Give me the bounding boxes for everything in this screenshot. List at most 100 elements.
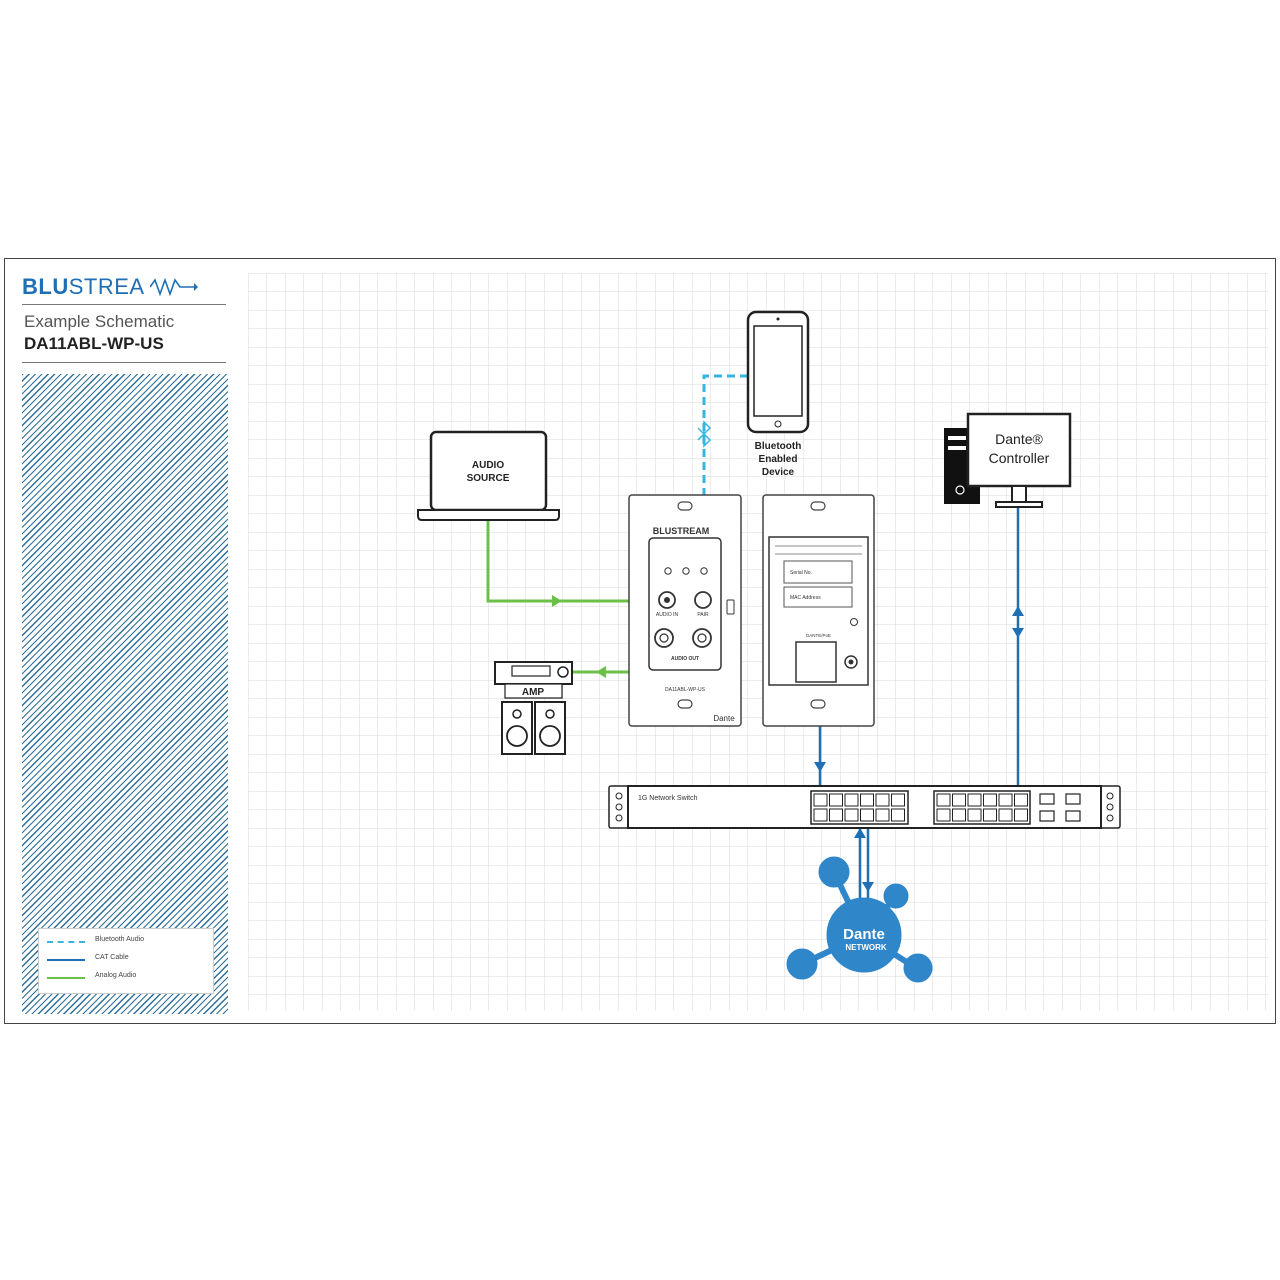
switch-port (967, 793, 982, 807)
analog-arrow-left (596, 666, 606, 678)
switch-port (844, 793, 859, 807)
led-indicator (664, 567, 672, 575)
led-indicator (700, 567, 708, 575)
wallplate-front: BLUSTREAM AUDIO IN PAIR AUDIO OUT DA11AB… (628, 494, 742, 727)
controller-label-1: Dante® (995, 431, 1043, 447)
sfp-port (1039, 793, 1055, 805)
monitor-neck (1011, 485, 1027, 503)
analog-arrow-right (552, 595, 562, 607)
wallplate-screw-slot (810, 501, 826, 511)
monitor-screen (966, 412, 1072, 488)
audio-source-label-2: SOURCE (467, 473, 510, 484)
amp-knob-icon (557, 666, 569, 678)
wallplate-screw-slot (677, 501, 693, 511)
wallplate-screw-slot (677, 699, 693, 709)
hub-node (786, 948, 818, 980)
wallplate-module (648, 537, 722, 671)
switch-ports (813, 793, 1028, 822)
speaker-right-tweeter (545, 709, 555, 719)
wallplate-model-label: DA11ABL-WP-US (665, 687, 706, 693)
phone-camera-icon (776, 317, 780, 321)
legend-label: Analog Audio (95, 972, 137, 979)
laptop-base (417, 509, 560, 521)
switch-port (952, 793, 966, 807)
wallplate-back: Serial No. MAC Address DANTE/PoE (762, 494, 875, 727)
power-connector (844, 655, 858, 669)
phone-label-3: Device (762, 467, 795, 478)
usb-port (726, 599, 735, 615)
switch-port (829, 793, 843, 807)
serial-label: Serial No. (790, 570, 812, 576)
phone-screen (753, 325, 803, 417)
switch-label: 1G Network Switch (638, 795, 698, 802)
pc-tower-slot (948, 436, 966, 440)
rack-hole (615, 803, 623, 811)
switch-port (1014, 808, 1028, 822)
switch-port (829, 808, 843, 822)
dante-mark: Dante (713, 714, 735, 723)
switch-port (860, 808, 874, 822)
pair-label: PAIR (697, 612, 709, 618)
amp-display (511, 665, 551, 677)
legend-label: CAT Cable (95, 954, 129, 961)
switch-port (891, 808, 905, 822)
audio-in-label: AUDIO IN (656, 612, 679, 618)
legend-item-bluetooth: Bluetooth Audio (47, 935, 207, 949)
switch-port (875, 808, 890, 822)
logo-wave-icon (149, 277, 198, 297)
switch-port (936, 808, 951, 822)
sidebar: BLUSTREA Example Schematic DA11ABL-WP-US… (22, 270, 228, 1015)
switch-port (983, 808, 997, 822)
switch-port (967, 808, 982, 822)
switch-port (875, 793, 890, 807)
rack-hole (1106, 792, 1114, 800)
switch-port (998, 808, 1013, 822)
pc-tower-slot (948, 446, 966, 450)
audio-in-jack-core (664, 597, 670, 603)
dante-network-hub: Dante NETWORK (786, 856, 933, 983)
mac-label: MAC Address (790, 595, 821, 601)
audio-out-jack-right (692, 628, 712, 648)
rack-hole (1106, 803, 1114, 811)
audio-source-laptop: AUDIO SOURCE (417, 430, 560, 521)
switch-port (813, 808, 828, 822)
rack-hole (615, 814, 623, 822)
mac-box (783, 586, 853, 608)
speaker-right-woofer (539, 725, 561, 747)
switch-port (952, 808, 966, 822)
bluetooth-icon (697, 420, 712, 448)
sfp-port (1065, 793, 1081, 805)
network-switch: 1G Network Switch (608, 785, 1121, 829)
rack-hole (615, 792, 623, 800)
phone-label-1: Bluetooth (755, 441, 802, 452)
switch-port (1014, 793, 1028, 807)
hub-node (903, 953, 933, 983)
audio-out-jack-right-core (697, 633, 707, 643)
analog-source-to-input (486, 520, 658, 603)
model-number: DA11ABL-WP-US (24, 334, 164, 353)
switch-port (860, 793, 874, 807)
legend-swatch (47, 941, 85, 943)
audio-out-jack-left-core (659, 633, 669, 643)
switch-ear-right (1099, 785, 1121, 829)
ground-terminal (850, 618, 858, 626)
brand-logo: BLUSTREA (22, 274, 198, 300)
legend-item-cat: CAT Cable (47, 953, 207, 967)
wallplate-brand: BLUSTREAM (653, 526, 710, 536)
switch-port (844, 808, 859, 822)
bluetooth-path (702, 374, 748, 560)
hatched-panel (22, 374, 228, 1014)
bluetooth-link (702, 374, 748, 560)
dante-controller-pc: Dante® Controller (944, 412, 1072, 508)
serial-box (783, 560, 853, 584)
laptop-screen (429, 430, 548, 512)
legend-swatch (47, 959, 85, 961)
legend-swatch (47, 977, 85, 979)
rack-hole (1106, 814, 1114, 822)
pair-button (694, 591, 712, 609)
amp-and-speakers: AMP (494, 661, 573, 755)
hub-node (818, 856, 850, 888)
audio-source-label-1: AUDIO (472, 460, 504, 471)
switch-port (998, 793, 1013, 807)
rj45-port (795, 641, 837, 683)
